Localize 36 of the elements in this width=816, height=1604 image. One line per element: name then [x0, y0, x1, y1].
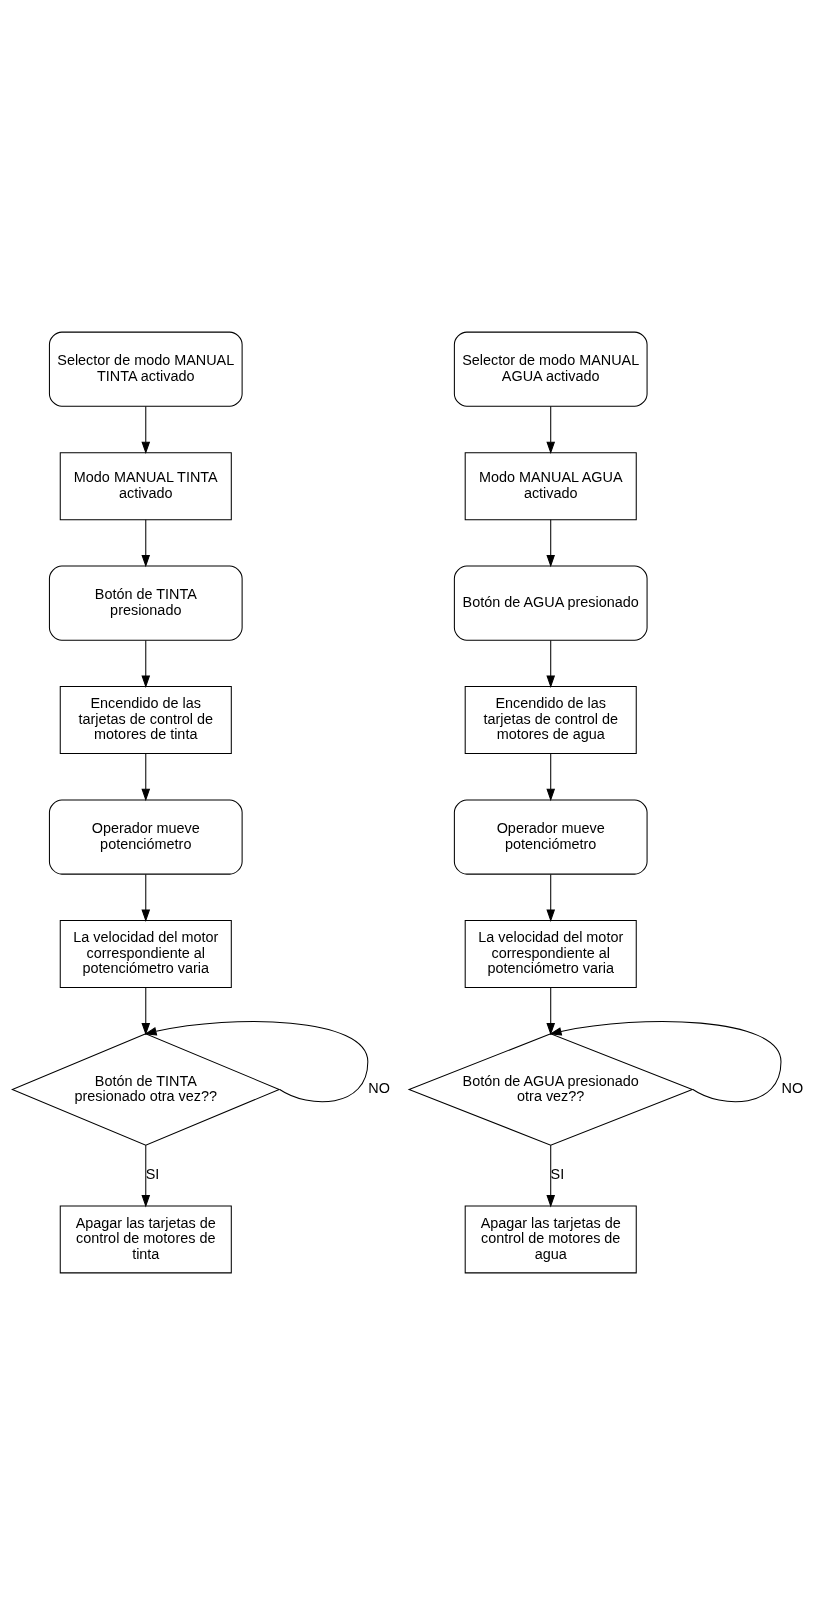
- arrow: [144, 1020, 369, 1102]
- arrow: [141, 752, 151, 801]
- arrow: [546, 986, 556, 1035]
- node-box: Apagar las tarjetas de control de motores de tinta: [59, 1204, 232, 1273]
- node-box: La velocidad del motor correspondiente al potenciómetro varia: [59, 919, 232, 988]
- node-box: Selector de modo MANUAL AGUA activado: [453, 331, 648, 407]
- arrow: [141, 405, 151, 454]
- node-box: Apagar las tarjetas de control de motores de agua: [464, 1204, 637, 1273]
- node-box: Operador mueve potenciómetro: [48, 798, 243, 875]
- arrow: [141, 986, 151, 1035]
- node-diamond: Botón de AGUA presionado otra vez??: [407, 1032, 694, 1146]
- node-box: La velocidad del motor correspondiente al potenciómetro varia: [464, 919, 637, 988]
- arrow: [546, 405, 556, 454]
- node-box: Botón de AGUA presionado: [453, 565, 648, 641]
- node-box: Operador mueve potenciómetro: [453, 798, 648, 875]
- node-box: Encendido de las tarjetas de control de motores de tinta: [59, 685, 232, 754]
- arrow: [549, 1020, 782, 1102]
- arrow: [141, 1144, 151, 1207]
- arrow: [141, 639, 151, 688]
- arrow: [546, 518, 556, 567]
- edge-label: NO: [368, 1079, 390, 1096]
- arrow: [546, 752, 556, 801]
- arrow: [141, 518, 151, 567]
- node-box: Modo MANUAL TINTA activado: [59, 451, 232, 520]
- arrow: [141, 873, 151, 922]
- node-box: Encendido de las tarjetas de control de motores de agua: [464, 685, 637, 754]
- node-diamond: Botón de TINTA presionado otra vez??: [11, 1032, 281, 1146]
- edge-label: SI: [550, 1165, 565, 1182]
- node-box: Botón de TINTA presionado: [48, 565, 243, 641]
- edge-label: NO: [781, 1079, 804, 1096]
- arrow: [546, 639, 556, 688]
- node-box: Selector de modo MANUAL TINTA activado: [48, 331, 243, 407]
- edge-label: SI: [145, 1165, 160, 1182]
- arrow: [546, 1144, 556, 1207]
- arrow: [546, 873, 556, 922]
- node-box: Modo MANUAL AGUA activado: [464, 451, 637, 520]
